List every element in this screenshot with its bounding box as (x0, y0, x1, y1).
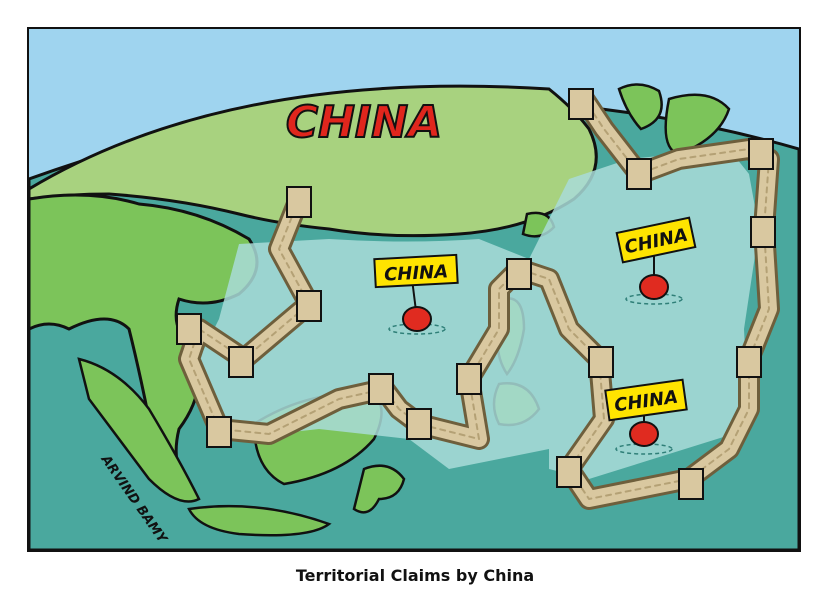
japan-landmass (664, 93, 731, 156)
sumatra-landmass (77, 357, 201, 503)
china-landmass (29, 84, 598, 238)
china-map-label: CHINA (286, 97, 442, 148)
buoy-3: CHINA (604, 378, 688, 455)
cartoon-panel: CHINA CHINA CHINA CHINA ARVIND BAMY (27, 27, 801, 552)
buoy-2: CHINA (615, 216, 697, 305)
wall-towers (176, 88, 776, 500)
korea-landmass (617, 83, 663, 131)
sulawesi-landmass (352, 464, 406, 514)
great-wall (178, 88, 780, 510)
java-landmass (187, 504, 332, 537)
buoy-1-sign-label: CHINA (384, 261, 449, 285)
cartoon-caption: Territorial Claims by China (295, 566, 535, 585)
buoy-1: CHINA (373, 253, 459, 335)
cartoon-illustration: CHINA CHINA CHINA CHINA ARVIND BAMY (29, 29, 799, 550)
